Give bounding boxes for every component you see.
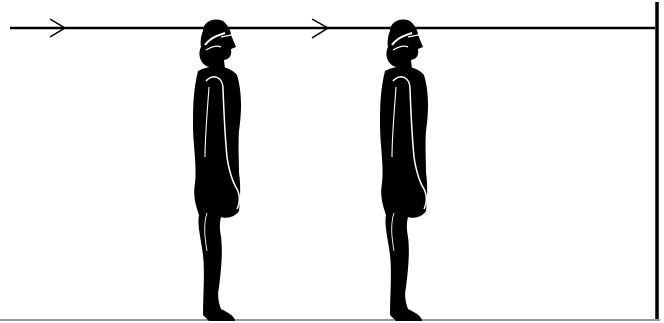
standing-figure-left [193, 19, 241, 321]
standing-figure-right [380, 19, 428, 321]
